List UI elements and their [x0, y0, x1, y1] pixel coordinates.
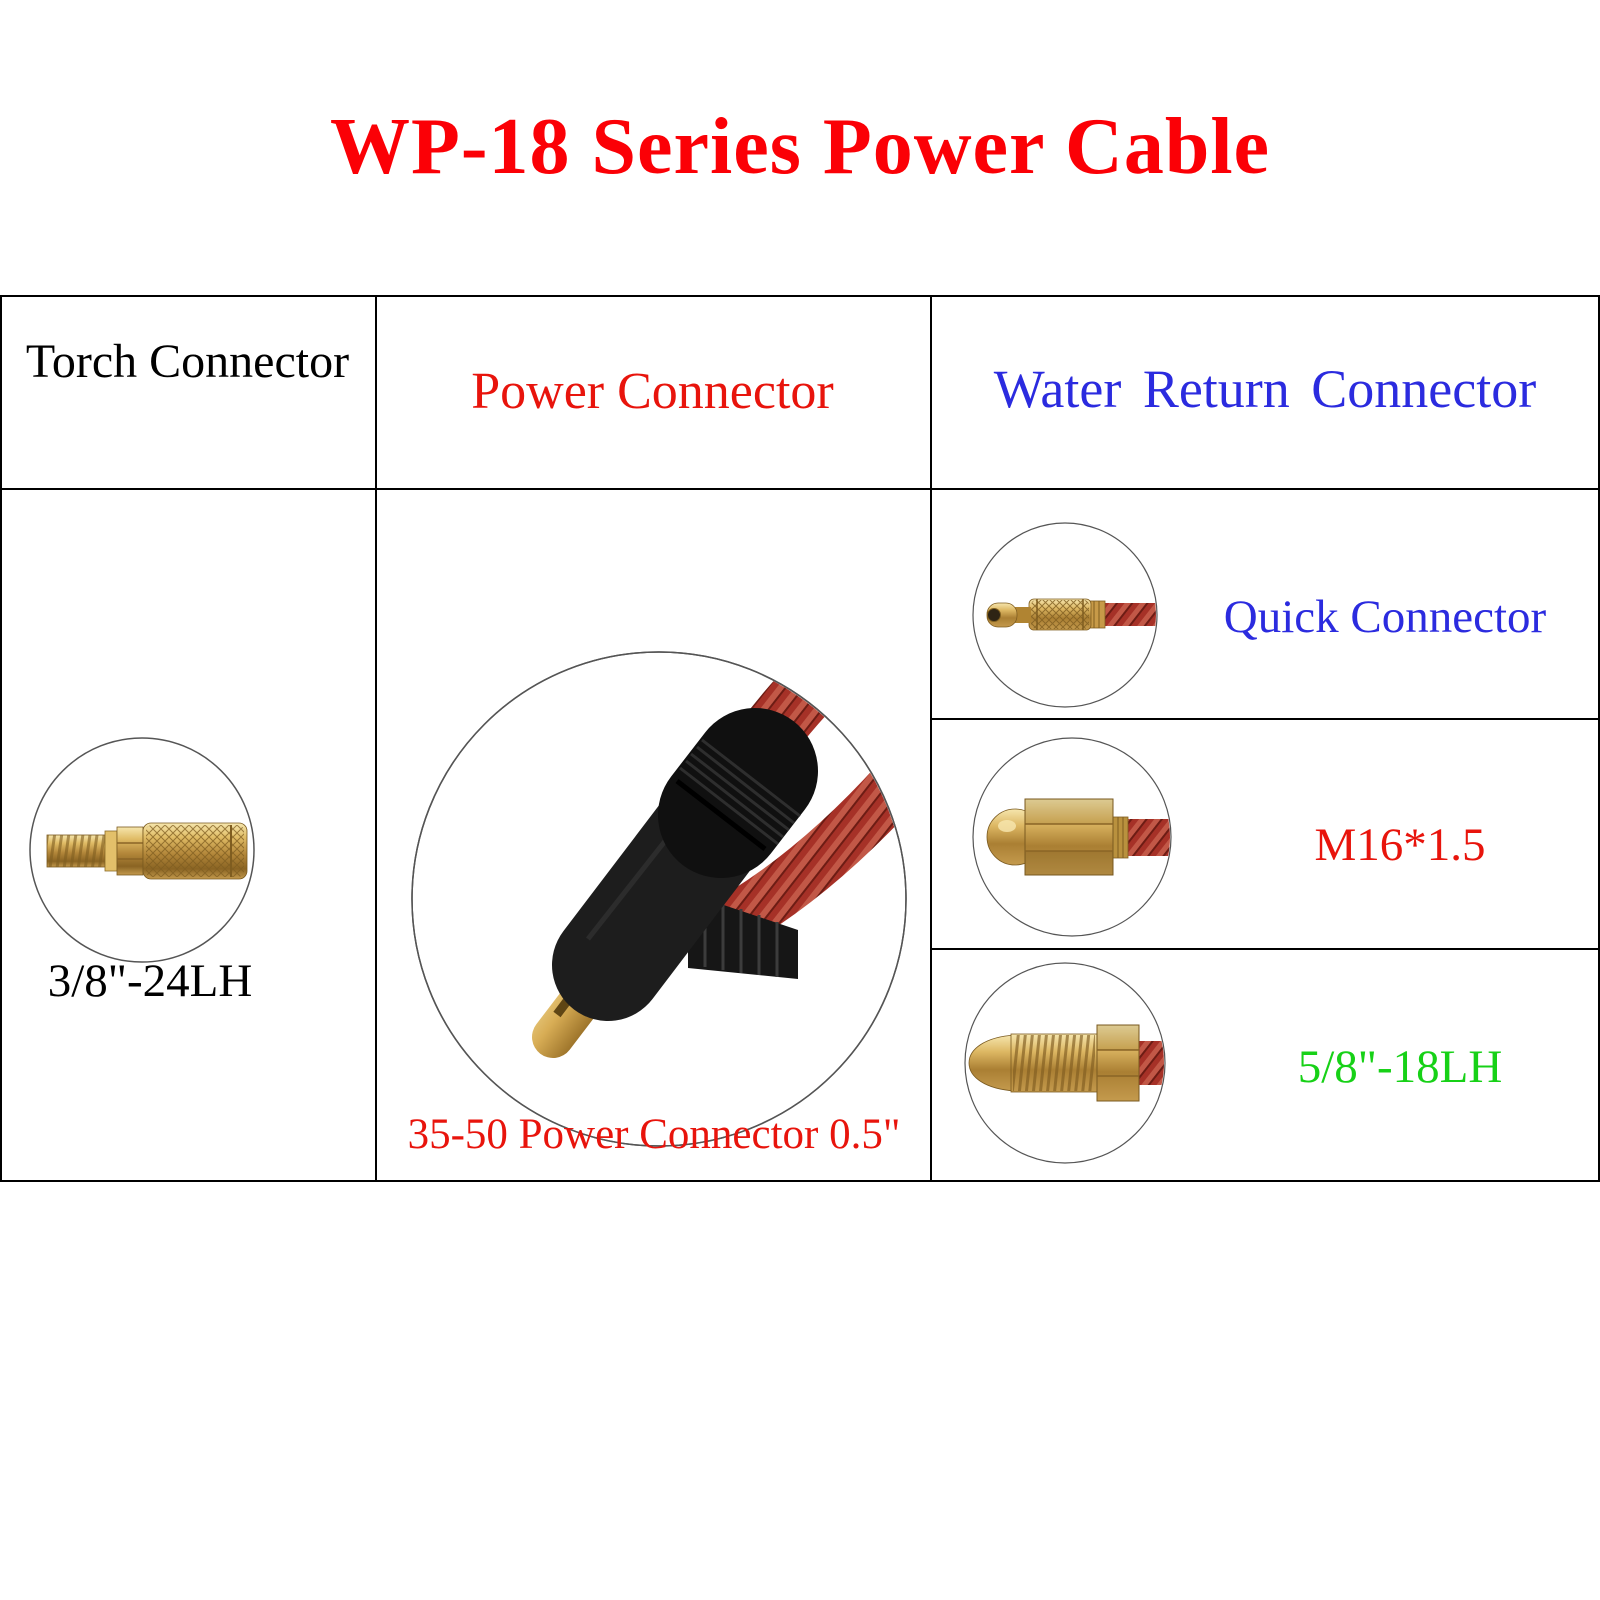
- power-connector-photo: [411, 651, 907, 1147]
- torch-connector-header: Torch Connector: [25, 335, 350, 388]
- torch-connector-photo: [29, 737, 255, 963]
- table-border-left: [0, 295, 2, 1182]
- table-border-bottom: [2, 1180, 1598, 1182]
- table-column-divider-1: [375, 295, 377, 1182]
- 5-8-18lh-connector-photo: [964, 962, 1166, 1164]
- 5-8-connector-drawing: [968, 1024, 1164, 1102]
- m16-connector-label: M16*1.5: [1314, 819, 1486, 871]
- water-row-divider-2: [930, 948, 1598, 950]
- 5-8-18lh-connector-label: 5/8"-18LH: [1297, 1041, 1503, 1093]
- quick-connector-drawing: [986, 598, 1156, 631]
- m16-connector-drawing: [986, 798, 1170, 876]
- quick-connector-label: Quick Connector: [1223, 591, 1547, 643]
- power-connector-drawing: [532, 653, 905, 1058]
- table-border-right: [1598, 295, 1600, 1182]
- torch-connector-label: 3/8"-24LH: [47, 955, 253, 1007]
- quick-connector-photo: [972, 522, 1158, 708]
- water-row-divider-1: [930, 718, 1598, 720]
- page-title: WP-18 Series Power Cable: [329, 103, 1271, 191]
- table-border-top: [2, 295, 1598, 297]
- torch-connector-drawing: [46, 822, 248, 880]
- power-connector-label: 35-50 Power Connector 0.5": [407, 1111, 901, 1158]
- power-connector-header: Power Connector: [471, 363, 834, 420]
- m16-connector-photo: [972, 737, 1172, 937]
- table-column-divider-2: [930, 295, 932, 1182]
- table-header-separator: [2, 488, 1598, 490]
- water-return-connector-header: Water Return Connector: [993, 359, 1537, 419]
